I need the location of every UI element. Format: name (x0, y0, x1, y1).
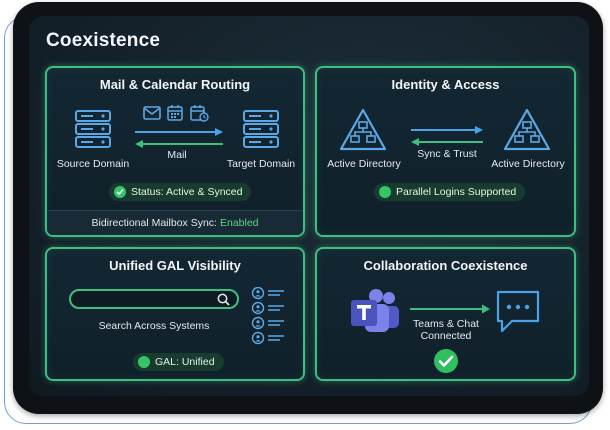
check-icon (114, 186, 126, 198)
identity-panel: Identity & Access Active Directory Act (315, 66, 576, 237)
mail-status-badge: Status: Active & Synced (109, 183, 252, 201)
status-dot-icon (379, 186, 391, 198)
gal-title: Unified GAL Visibility (109, 258, 241, 273)
parallel-logins-text: Parallel Logins Supported (396, 186, 517, 198)
identity-arrow-label: Sync & Trust (417, 148, 477, 160)
collab-arrow-label: Teams & Chat Connected (407, 318, 485, 342)
mail-sync-arrows-icon (135, 128, 223, 148)
mailbox-sync-footer: Bidirectional Mailbox Sync: Enabled (47, 210, 303, 235)
mail-routing-panel: Mail & Calendar Routing Source Domain Ta… (45, 66, 305, 237)
mail-arrow-label: Mail (167, 149, 187, 161)
collab-arrow-icon (410, 304, 490, 314)
collab-arrow-label-line1: Teams & Chat (413, 318, 479, 330)
active-directory-left-label: Active Directory (327, 158, 401, 170)
contact-list-icon (251, 287, 284, 345)
active-directory-left-icon (339, 108, 387, 151)
page-title: Coexistence (46, 30, 161, 51)
envelope-icon (143, 106, 161, 120)
check-icon (434, 349, 458, 373)
gal-unified-badge: GAL: Unified (133, 353, 224, 371)
calendar-clock-icon (190, 105, 209, 122)
mailbox-sync-label: Bidirectional Mailbox Sync: (91, 217, 217, 229)
collab-title: Collaboration Coexistence (363, 258, 528, 273)
mail-status-text: Status: Active & Synced (131, 186, 243, 198)
gal-unified-text: GAL: Unified (155, 356, 215, 368)
collab-panel: Collaboration Coexistence Teams & Chat C… (315, 247, 576, 381)
identity-title: Identity & Access (391, 77, 500, 92)
chat-bubble-icon (496, 290, 540, 333)
gal-panel: Unified GAL Visibility Search Across Sys… (45, 247, 305, 381)
source-domain-label: Source Domain (56, 158, 130, 170)
target-server-icon (243, 110, 279, 148)
gal-search-bar[interactable] (69, 289, 239, 309)
search-icon[interactable] (217, 293, 230, 306)
mail-routing-title: Mail & Calendar Routing (99, 77, 251, 92)
active-directory-right-label: Active Directory (491, 158, 565, 170)
status-dot-icon (138, 356, 150, 368)
active-directory-right-icon (503, 108, 551, 151)
target-domain-label: Target Domain (226, 158, 296, 170)
source-server-icon (75, 110, 111, 148)
parallel-logins-badge: Parallel Logins Supported (374, 183, 526, 201)
identity-sync-arrows-icon (411, 126, 483, 146)
calendar-icon (167, 105, 183, 121)
mailbox-sync-value: Enabled (219, 217, 259, 229)
teams-logo-icon (351, 289, 399, 332)
screen: Coexistence Mail & Calendar Routing Sour… (29, 16, 589, 396)
gal-search-caption: Search Across Systems (98, 320, 210, 332)
collab-arrow-label-line2: Connected (420, 330, 472, 342)
